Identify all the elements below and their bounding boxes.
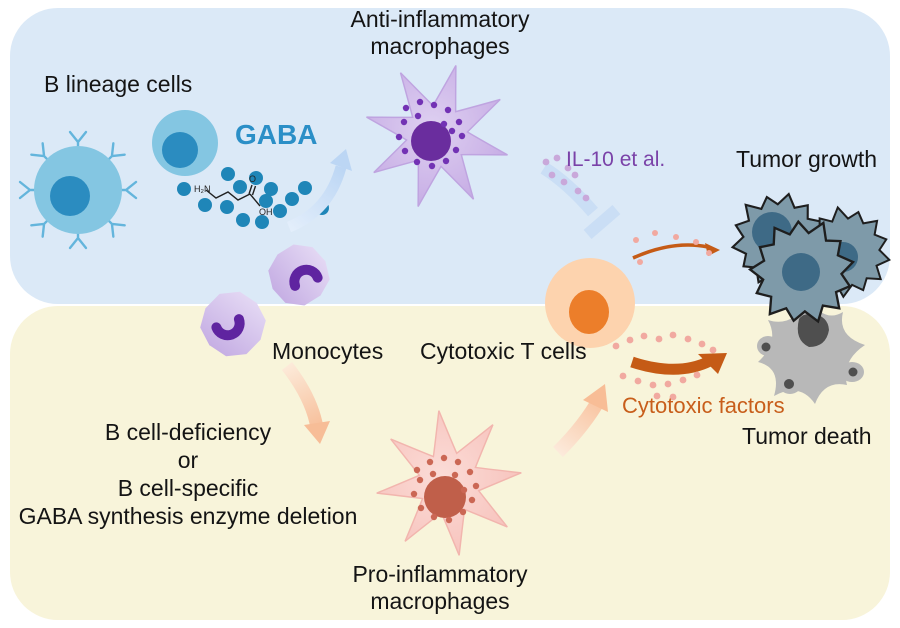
gaba-dots <box>177 167 329 229</box>
molecule-hydroxyl-label: OH <box>259 207 273 217</box>
molecule-amine-label: H₂N <box>194 184 211 194</box>
tumor-growth-cells <box>728 188 900 338</box>
deficiency-line4: GABA synthesis enzyme deletion <box>18 503 358 529</box>
pro-mac-granules <box>410 454 480 524</box>
t-cell-activation-arrow <box>553 384 608 457</box>
t-cell-nucleus <box>569 290 609 334</box>
b-lineage-cells-label: B lineage cells <box>44 71 193 97</box>
anti-mac-granules <box>395 98 466 170</box>
pro-mac-label-line1: Pro-inflammatory <box>352 561 528 587</box>
molecule-oxygen-label: O <box>249 174 256 184</box>
b-cell-large <box>18 130 138 250</box>
tumor-growth-label: Tumor growth <box>736 146 878 172</box>
il10-label: IL-10 et al. <box>566 148 666 171</box>
monocytes-label: Monocytes <box>272 338 384 364</box>
monocyte-differentiation-arrow <box>281 361 330 444</box>
tumor-death-label: Tumor death <box>742 423 872 449</box>
cytotoxic-t-cells-label: Cytotoxic T cells <box>420 338 587 364</box>
anti-mac-label-line1: Anti-inflammatory <box>350 6 530 32</box>
deficiency-line1: B cell-deficiency <box>104 419 272 445</box>
deficiency-line3: B cell-specific <box>117 475 259 501</box>
gaba-molecule: H₂N O OH <box>177 167 329 229</box>
cytotoxic-attack-arrow <box>612 331 727 401</box>
anti-inflammatory-macrophage <box>346 45 528 227</box>
anti-mac-nucleus <box>411 121 451 161</box>
gaba-label: GABA <box>235 119 318 150</box>
pro-inflammatory-macrophages-label: Pro-inflammatory macrophages <box>330 561 550 615</box>
b-cell-deficiency-label: B cell-deficiency or B cell-specific GAB… <box>8 418 368 530</box>
deficiency-line2: or <box>177 447 199 473</box>
gaba-secretion-arrow <box>286 149 352 233</box>
anti-mac-label-line2: macrophages <box>370 33 510 59</box>
tumor-death-cell <box>757 300 865 404</box>
b-cell-small <box>152 110 218 176</box>
cytotoxic-factors-label: Cytotoxic factors <box>622 393 785 418</box>
cytotoxic-factor-dots <box>612 331 717 401</box>
cytotoxic-t-cell <box>545 258 635 348</box>
dead-tumor-nucleus <box>797 313 829 347</box>
pro-mac-nucleus <box>424 476 466 518</box>
tumor-promotion-arrow <box>632 230 720 265</box>
pro-inflammatory-macrophage <box>365 399 533 567</box>
gaba-skeletal-bonds <box>205 184 261 207</box>
il10-dots <box>542 154 590 202</box>
pro-mac-label-line2: macrophages <box>370 588 510 614</box>
il10-inhibition-arrow <box>540 154 621 239</box>
weak-cytotoxic-dots <box>633 230 712 265</box>
anti-inflammatory-macrophages-label: Anti-inflammatory macrophages <box>330 6 550 60</box>
